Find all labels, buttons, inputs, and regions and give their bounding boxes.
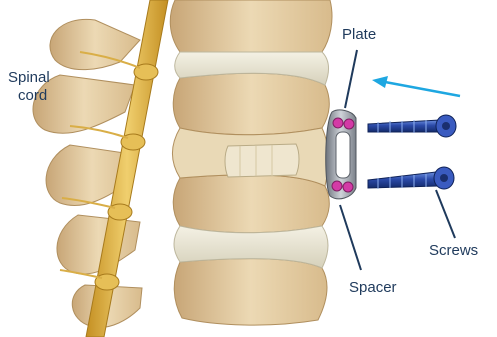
- plate-label: Plate: [342, 26, 376, 44]
- spacer-pointer-line: [340, 205, 361, 270]
- spacer-label: Spacer: [349, 279, 397, 297]
- spinal-cord-label-line1: Spinal: [8, 69, 50, 87]
- plate-pointer-line: [345, 50, 357, 108]
- screws-pointer-line: [436, 190, 455, 238]
- anterior-plate: [326, 110, 356, 199]
- spinal-cord-label-line2: cord: [18, 87, 47, 105]
- spacer-implant: [225, 144, 299, 177]
- arrow-left-icon: [372, 76, 460, 96]
- screws-label: Screws: [429, 242, 478, 260]
- screws: [368, 115, 456, 189]
